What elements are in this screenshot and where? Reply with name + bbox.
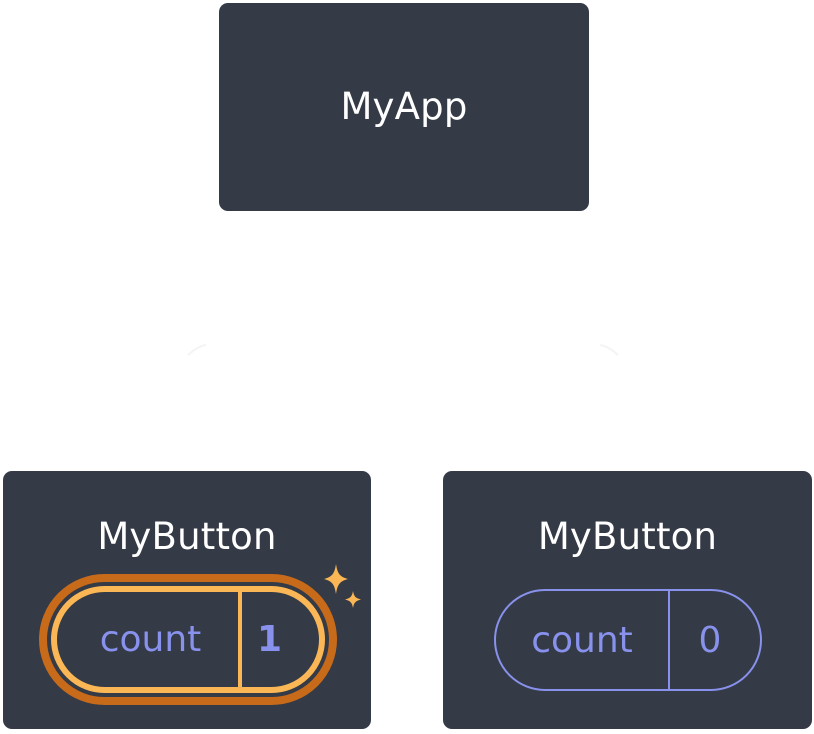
state-pill-highlighted: count 1	[39, 574, 337, 705]
mybutton-node-right: MyButton count 0	[443, 471, 812, 729]
connector-right	[599, 344, 619, 356]
state-name-right: count	[531, 619, 633, 661]
mybutton-title-left: MyButton	[97, 515, 277, 558]
state-name-left: count	[99, 619, 202, 660]
state-pill: count 0	[494, 589, 762, 691]
state-value-right: 0	[698, 619, 722, 661]
connector-left	[187, 344, 207, 356]
state-value-left: 1	[256, 619, 283, 660]
mybutton-node-left: MyButton count 1	[3, 471, 371, 729]
sparkle-icon	[324, 564, 361, 608]
state-divider-right	[668, 591, 670, 689]
myapp-node: MyApp	[219, 3, 589, 211]
state-divider-left	[238, 592, 242, 687]
mybutton-title-right: MyButton	[537, 515, 718, 558]
state-pill-inner: count 1	[51, 586, 325, 693]
myapp-title: MyApp	[340, 85, 468, 128]
